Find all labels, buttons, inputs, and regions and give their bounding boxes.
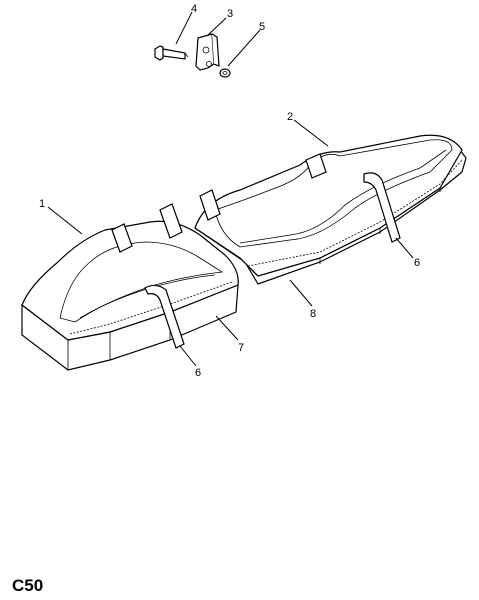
callout-2: 2: [287, 111, 293, 123]
callout-1: 1: [39, 198, 45, 210]
callouts: 4 3 5 2 1 6 8 7 6: [39, 3, 420, 379]
hardware-group: [154, 33, 231, 78]
right-cushion: [194, 134, 467, 285]
callout-6-right: 6: [414, 257, 420, 269]
bracket-part: [195, 33, 220, 71]
left-cushion: [21, 203, 239, 371]
leader-lines: [47, 11, 414, 367]
diagram-code-label: C50: [12, 576, 44, 595]
washer-part: [219, 68, 231, 78]
callout-5: 5: [259, 21, 265, 33]
callout-4: 4: [191, 3, 197, 15]
callout-8: 8: [310, 308, 316, 320]
callout-6-left: 6: [195, 367, 201, 379]
bolt-part: [154, 45, 189, 61]
callout-7: 7: [238, 342, 244, 354]
callout-3: 3: [227, 8, 233, 20]
